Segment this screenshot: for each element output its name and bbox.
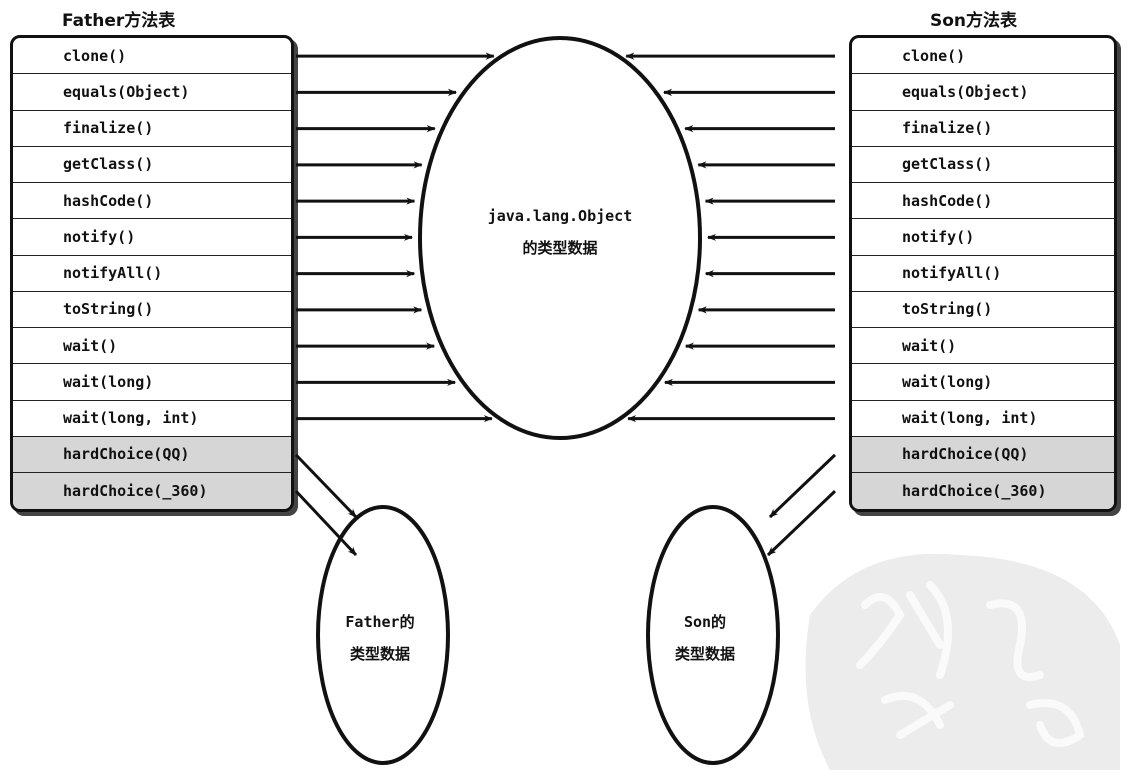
father-method-row-own: hardChoice(_360) [13, 473, 291, 510]
father-method-table: clone() equals(Object) finalize() getCla… [10, 35, 294, 513]
son-arrows [625, 52, 837, 557]
son-method-row: hashCode() [852, 183, 1114, 220]
son-method-row: getClass() [852, 147, 1114, 183]
father-type-data-label: Father的 类型数据 [325, 606, 435, 670]
father-method-row: finalize() [13, 111, 291, 147]
watermark-seal [805, 553, 1120, 770]
son-own-arrow [766, 490, 837, 557]
son-type-caption: 类型数据 [674, 645, 735, 663]
father-method-row: clone() [13, 38, 291, 75]
son-method-row-own: hardChoice(_360) [852, 473, 1114, 510]
father-type-caption: 类型数据 [349, 645, 410, 663]
son-type-data-label: Son的 类型数据 [650, 606, 760, 670]
son-method-row: equals(Object) [852, 74, 1114, 111]
father-method-row: hashCode() [13, 183, 291, 220]
father-method-row: getClass() [13, 147, 291, 183]
son-method-row: toString() [852, 292, 1114, 328]
son-method-row: wait(long, int) [852, 401, 1114, 437]
father-type-name: Father的 [345, 613, 415, 631]
son-method-row: finalize() [852, 111, 1114, 147]
father-own-arrow [294, 453, 358, 519]
son-method-row: notify() [852, 219, 1114, 256]
father-method-row: wait(long) [13, 364, 291, 401]
son-method-row: clone() [852, 38, 1114, 75]
father-method-row: notify() [13, 219, 291, 256]
father-method-row: notifyAll() [13, 256, 291, 292]
son-type-data-oval [646, 505, 780, 765]
object-type-data-oval [418, 36, 702, 440]
father-method-row: wait(long, int) [13, 401, 291, 437]
son-method-row: wait(long) [852, 364, 1114, 401]
son-method-table: clone() equals(Object) finalize() getCla… [849, 35, 1117, 513]
father-arrows [294, 52, 495, 557]
father-own-arrow [294, 490, 358, 557]
father-method-row: toString() [13, 292, 291, 328]
object-type-data-label: java.lang.Object 的类型数据 [455, 200, 665, 264]
son-type-name: Son的 [683, 613, 727, 631]
father-type-data-oval [316, 505, 450, 765]
father-method-table-title: Father方法表 [62, 11, 176, 31]
object-type-name: java.lang.Object [487, 207, 633, 225]
son-method-row: wait() [852, 328, 1114, 365]
father-method-row: equals(Object) [13, 74, 291, 111]
son-method-row-own: hardChoice(QQ) [852, 436, 1114, 473]
father-method-row: wait() [13, 328, 291, 365]
father-method-row-own: hardChoice(QQ) [13, 436, 291, 473]
son-method-row: notifyAll() [852, 256, 1114, 292]
object-type-caption: 的类型数据 [522, 239, 598, 257]
son-method-table-title: Son方法表 [930, 11, 1018, 31]
son-own-arrow [768, 453, 837, 519]
